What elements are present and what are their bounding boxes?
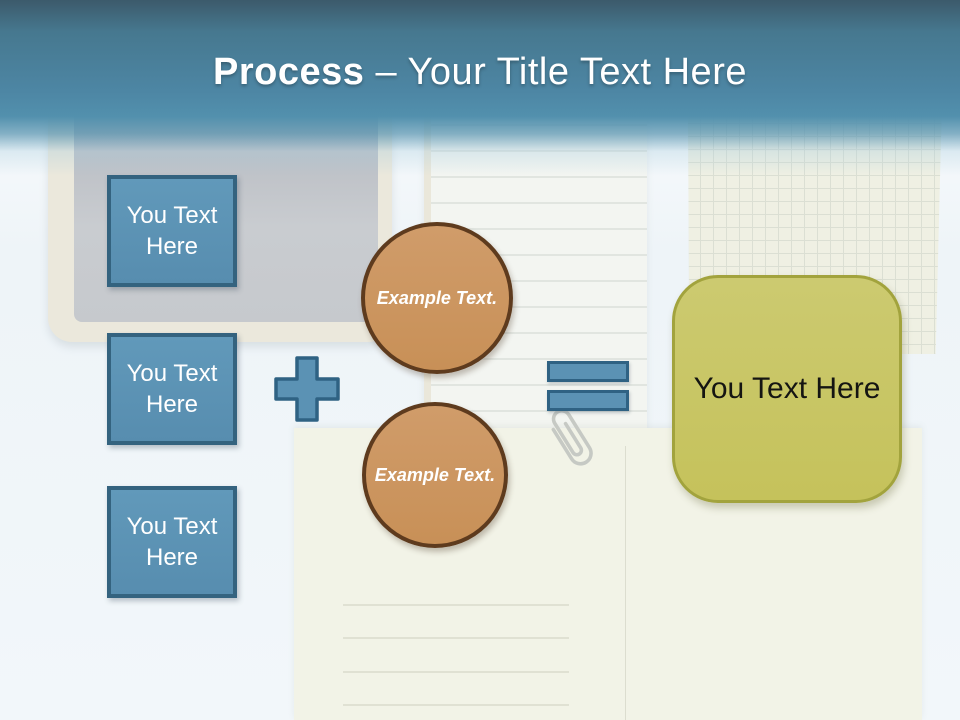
- equals-icon: [547, 361, 629, 411]
- postcard-line: [343, 637, 569, 639]
- equals-bar-bottom: [547, 390, 629, 411]
- example-circle-1[interactable]: Example Text.: [361, 222, 513, 374]
- slide-title-subtitle: – Your Title Text Here: [364, 51, 747, 93]
- step-label: You Text Here: [126, 360, 218, 418]
- step-label: You Text Here: [126, 202, 218, 260]
- step-placeholder-2[interactable]: You Text Here: [107, 333, 237, 445]
- equals-bar-top: [547, 361, 629, 382]
- result-placeholder[interactable]: You Text Here: [672, 275, 902, 503]
- postcard-line: [343, 704, 569, 706]
- step-placeholder-1[interactable]: You Text Here: [107, 175, 237, 287]
- slide-title-keyword: Process: [213, 51, 365, 93]
- example-label: Example Text.: [376, 288, 498, 308]
- example-circle-2[interactable]: Example Text.: [362, 402, 508, 548]
- result-label: You Text Here: [693, 372, 881, 405]
- step-placeholder-3[interactable]: You Text Here: [107, 486, 237, 598]
- postcard-line: [343, 671, 569, 673]
- example-label: Example Text.: [374, 465, 496, 485]
- postcard-divider: [625, 446, 626, 720]
- plus-icon: [273, 355, 341, 423]
- slide-title: Process – Your Title Text Here: [0, 46, 960, 98]
- step-label: You Text Here: [126, 513, 218, 571]
- postcard-line: [343, 604, 569, 606]
